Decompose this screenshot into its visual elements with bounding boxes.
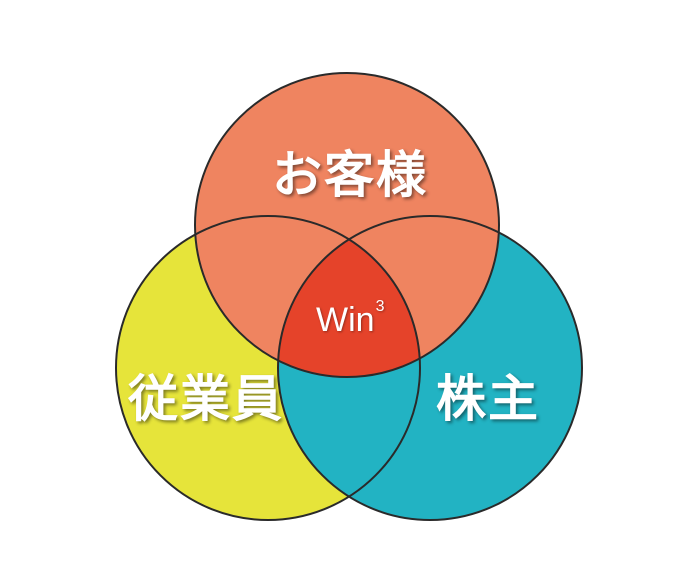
center-superscript: 3 [375,298,385,315]
triple-overlap [278,216,420,377]
center-text: Win [316,301,375,339]
center-label: Win3 [316,299,384,339]
shareholders-label: 株主 [436,370,540,428]
circle-outlines [115,72,583,521]
customers-label: お客様 [272,146,428,204]
employees-label: 従業員 [128,370,284,428]
